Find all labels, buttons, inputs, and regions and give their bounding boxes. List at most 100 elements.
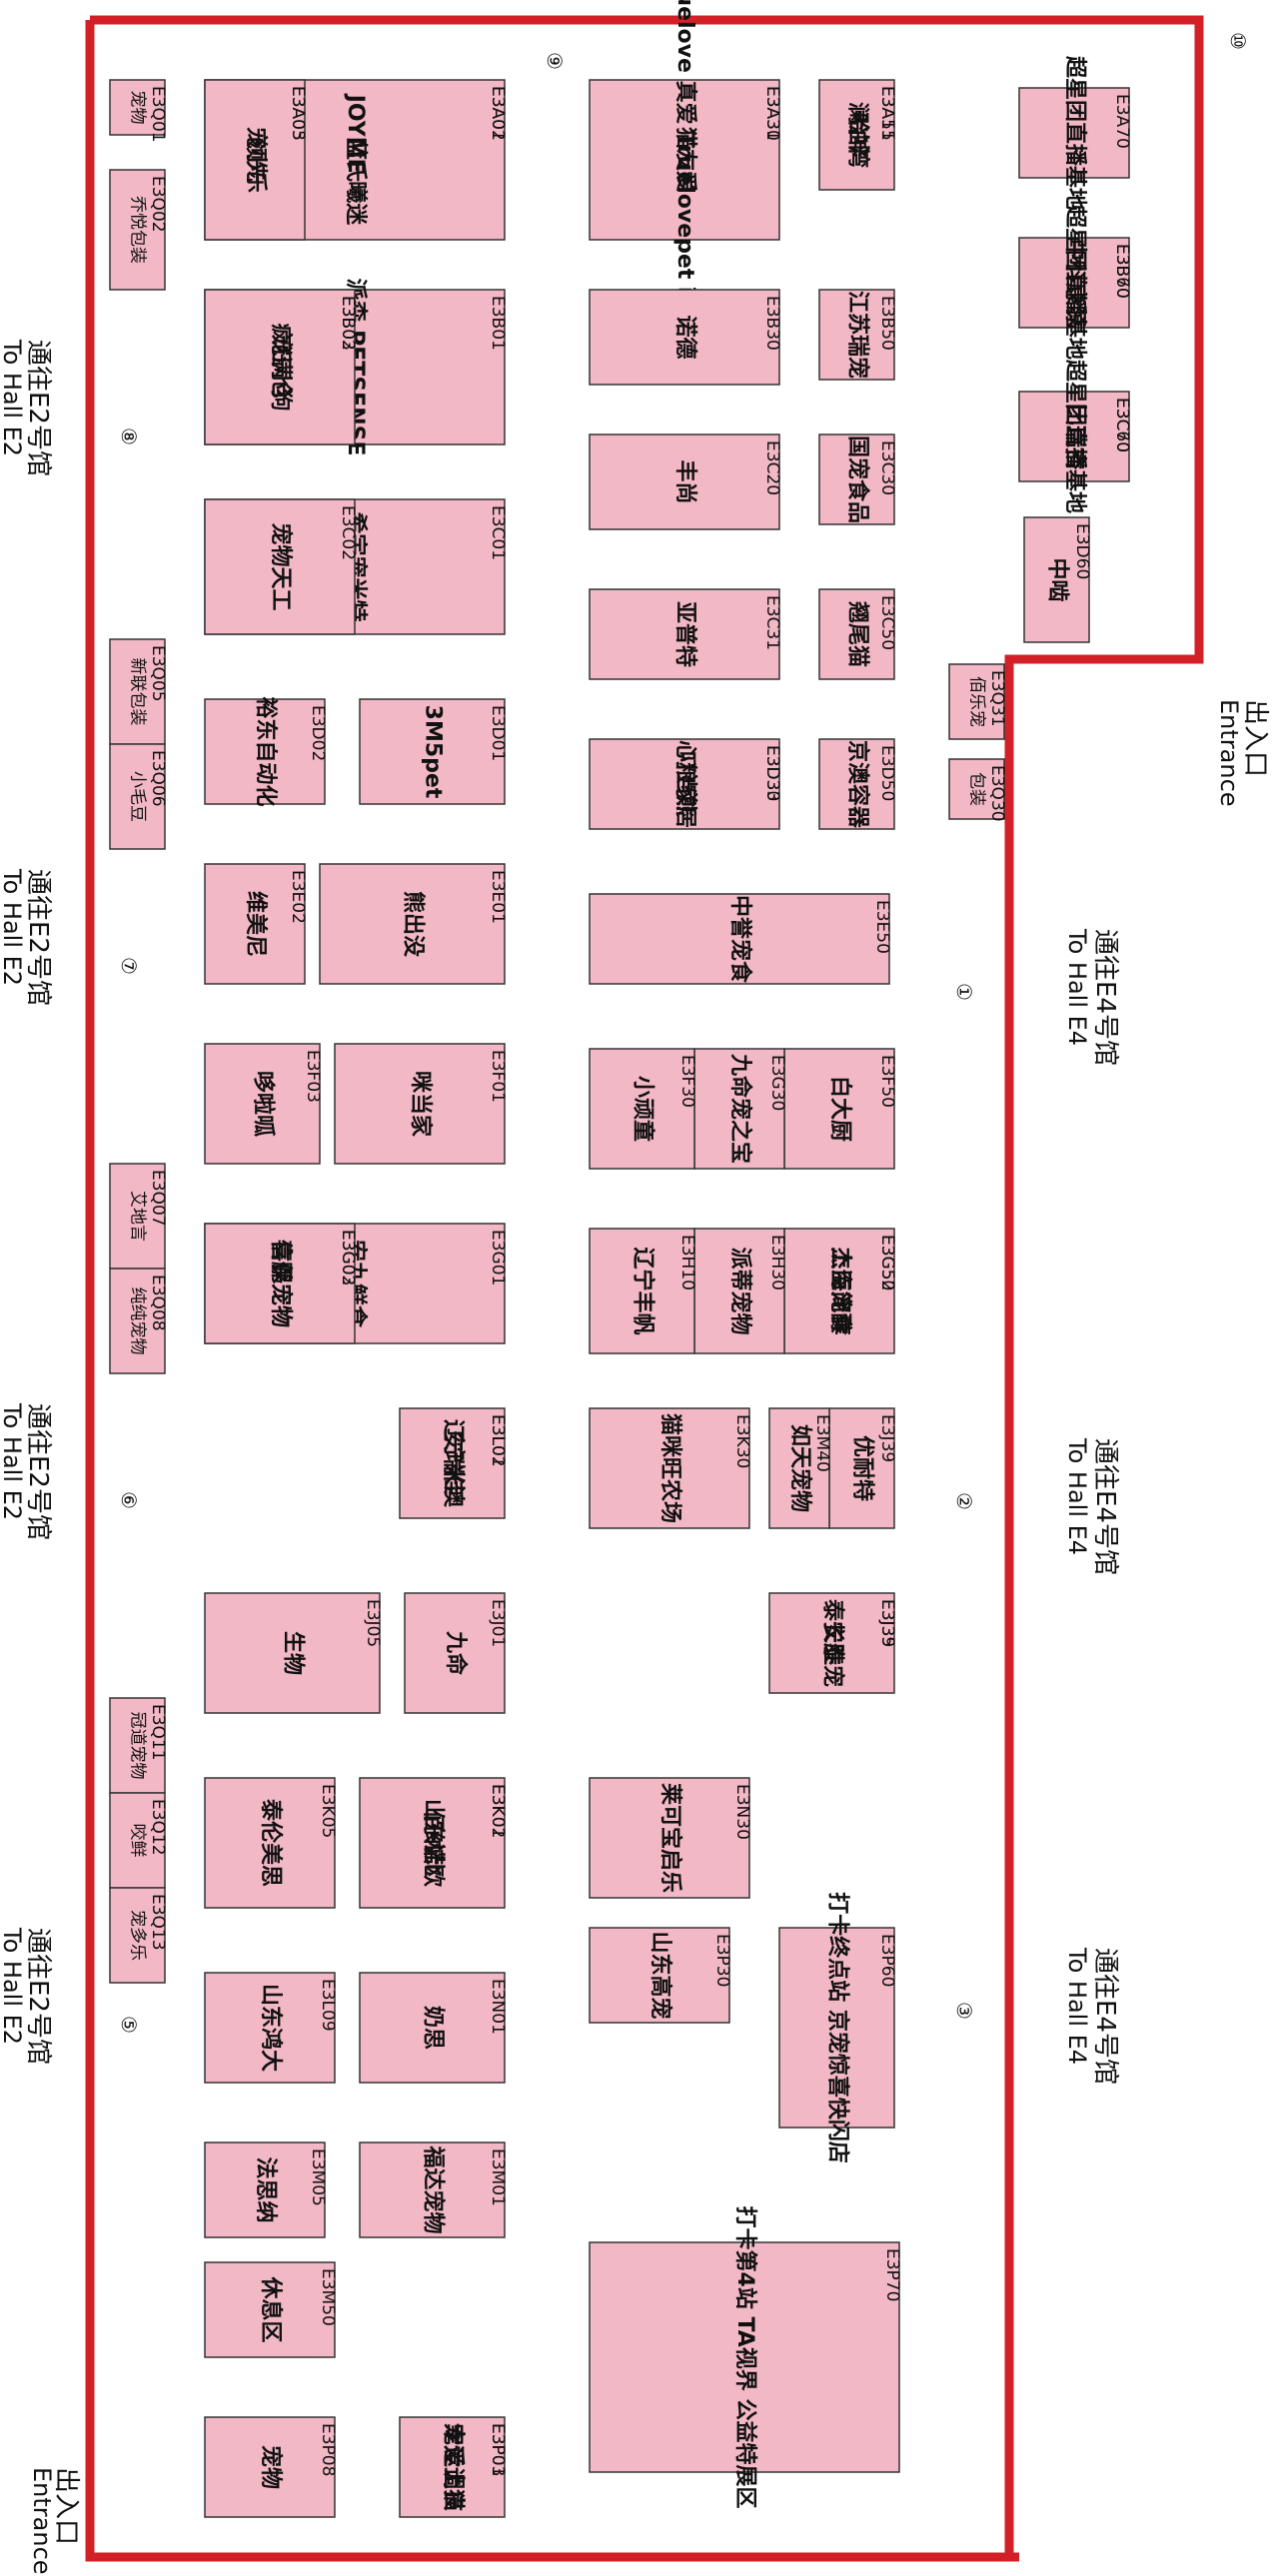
booth-code-label: E3Q13 bbox=[148, 1894, 168, 1951]
booth-name-label: 中啮 bbox=[1045, 557, 1070, 601]
booth-name-label: 猫咪旺农场 bbox=[657, 1413, 683, 1523]
booth-code-label: E3C50 bbox=[877, 595, 897, 650]
booth-code-label: E3F50 bbox=[877, 1055, 897, 1108]
booth-box bbox=[589, 1048, 695, 1170]
gate-number-label: ⑨ bbox=[543, 52, 567, 70]
gate-number-label: ② bbox=[952, 1492, 976, 1510]
booth-code-label: E3G30 bbox=[767, 1055, 787, 1111]
booth-name-label: 幸运土猫 bbox=[441, 2423, 467, 2511]
gate-e2-cn-label: 通往E2号馆 bbox=[23, 869, 53, 1006]
booth-name-label: 冠道宠物 bbox=[128, 1712, 148, 1780]
booth-code-label: E3D30 bbox=[762, 745, 782, 801]
booth-code-label: E3F30 bbox=[677, 1055, 697, 1108]
booth-box bbox=[109, 1887, 166, 1984]
booth-name-label: 亚普特 bbox=[672, 601, 698, 667]
booth-name-label: 超星团直播基地 bbox=[1062, 360, 1088, 513]
booth-name-label: 上海简醇 bbox=[827, 1247, 853, 1334]
gate-e2-cn-label: 通往E2号馆 bbox=[23, 1928, 53, 2065]
booth-code-label: E3Q11 bbox=[148, 1704, 168, 1761]
booth-code-label: E3P08 bbox=[318, 2423, 338, 2476]
booth-box bbox=[204, 2261, 336, 2358]
booth-code-label: E3C60 bbox=[1112, 398, 1132, 452]
booth-name-label: 安瑞佳 bbox=[441, 1430, 467, 1496]
booth-box bbox=[109, 1697, 166, 1794]
